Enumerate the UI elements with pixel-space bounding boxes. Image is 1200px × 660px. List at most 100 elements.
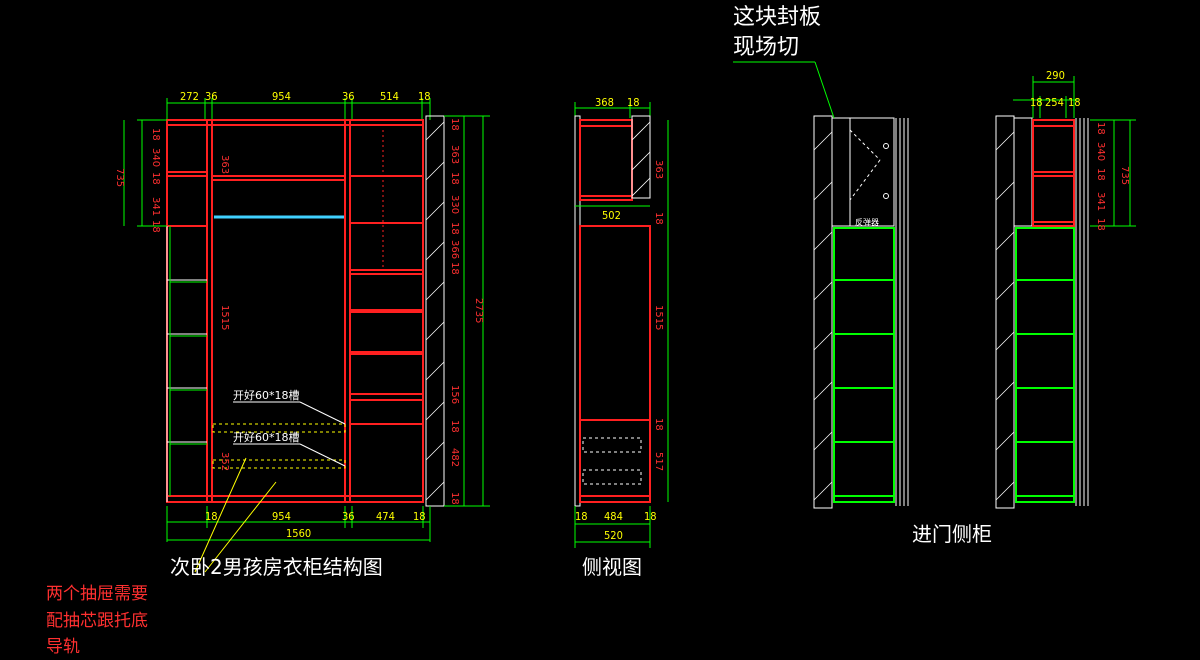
dim-main-left-5: 18 [150, 220, 161, 233]
entrance2-right-dimensions [1090, 119, 1136, 227]
entrance-upper [831, 117, 895, 227]
entrance2-top-dimensions [1013, 76, 1078, 118]
dim-main-inner-1: 363 [219, 155, 230, 174]
dim-main-right-6: 366 [449, 240, 460, 259]
dim-entrance-total: 290 [1046, 69, 1065, 82]
panel-note-line-1: 这块封板 [733, 5, 821, 30]
dim-side-total: 520 [604, 529, 623, 542]
dim-main-bottom-1: 18 [205, 510, 218, 523]
dim-main-right-8: 156 [449, 385, 460, 404]
dim-main-total: 1560 [286, 527, 311, 540]
dim-side-bottom-3: 18 [644, 510, 657, 523]
main-top-dimensions [166, 98, 431, 120]
dim-main-top-6: 18 [418, 90, 431, 103]
dim-side-right-4: 18 [653, 418, 664, 431]
dim-main-right-9: 18 [449, 420, 460, 433]
dim-main-right-10: 482 [449, 448, 460, 467]
dim-side-top-2: 18 [627, 96, 640, 109]
main-left-green [169, 226, 207, 496]
dim-main-top-5: 514 [380, 90, 399, 103]
side-upper-cabinet [579, 119, 633, 201]
main-title: 次卧2男孩房衣柜结构图 [170, 555, 383, 579]
groove-leaders [233, 401, 346, 467]
dim-main-top-1: 272 [180, 90, 199, 103]
dim-entrance2-right-3: 18 [1095, 168, 1106, 181]
main-wardrobe: 272 36 954 36 514 18 [114, 90, 490, 573]
entrance-cabinet-side: 290 18 254 18 [995, 69, 1136, 509]
dim-main-inner-2: 1515 [219, 305, 230, 330]
dim-side-bottom-2: 484 [604, 510, 623, 523]
dim-main-bottom-2: 954 [272, 510, 291, 523]
top-note-leader [733, 61, 835, 119]
dim-main-left-1: 18 [150, 128, 161, 141]
dim-side-bottom-1: 18 [575, 510, 588, 523]
drawer-note-line-3: 导轨 [46, 637, 80, 657]
dim-main-right-5: 18 [449, 222, 460, 235]
dim-main-bottom-4: 474 [376, 510, 395, 523]
entrance-lower-shelves [833, 227, 895, 503]
groove-label-2: 开好60*18槽 [233, 430, 300, 444]
dim-entrance-top-3: 18 [1068, 96, 1081, 109]
entrance-cabinet-front: 反弹器 [733, 61, 909, 509]
dim-main-top-4: 36 [342, 90, 355, 103]
entrance-cabinet-title: 进门侧柜 [912, 522, 992, 546]
dim-side-right-3: 1515 [653, 305, 664, 330]
main-left-dimensions [123, 119, 167, 227]
dim-main-right-7: 18 [449, 262, 460, 275]
hinge-label: 反弹器 [855, 217, 879, 227]
dim-side-mid: 502 [602, 209, 621, 222]
dim-main-left-4: 341 [150, 197, 161, 216]
entrance-wall-left [813, 115, 833, 509]
dim-main-top-3: 954 [272, 90, 291, 103]
dim-entrance2-right-2: 340 [1095, 142, 1106, 161]
side-view: 368 18 502 [574, 96, 669, 548]
entrance2-upper-cabinet [1032, 119, 1075, 227]
dim-entrance2-right-5: 18 [1095, 218, 1106, 231]
dim-entrance-top-2: 254 [1045, 96, 1064, 109]
dim-main-height: 2735 [473, 298, 484, 323]
main-right-dimensions [444, 115, 490, 507]
dim-main-left-3: 18 [150, 172, 161, 185]
dim-main-bottom-5: 18 [413, 510, 426, 523]
dim-main-right-3: 18 [449, 172, 460, 185]
side-bottom-dimensions [574, 506, 651, 548]
drawer-note-leaders [194, 457, 277, 573]
drawer-note-line-2: 配抽芯跟托底 [46, 611, 148, 631]
entrance2-upper-frame [1013, 117, 1033, 227]
side-top-dimensions [574, 102, 651, 118]
dim-main-left-2: 340 [150, 148, 161, 167]
dim-main-left-total: 735 [114, 168, 125, 187]
drawer-note-line-1: 两个抽屉需要 [46, 584, 148, 604]
side-wall-right [631, 115, 651, 199]
dim-side-right-5: 517 [653, 452, 664, 471]
entrance2-door-panels [1075, 118, 1089, 506]
dim-entrance2-right-1: 18 [1095, 122, 1106, 135]
main-left-shelves [166, 226, 207, 502]
side-lower-cabinet [579, 225, 651, 503]
dim-entrance2-right-4: 341 [1095, 192, 1106, 211]
dim-side-right-1: 363 [653, 160, 664, 179]
main-bottom-dimensions [166, 506, 431, 542]
dim-main-right-1: 18 [449, 118, 460, 131]
entrance2-lower-shelves [1015, 227, 1075, 503]
dim-main-right-2: 363 [449, 145, 460, 164]
drawer-grooves [212, 423, 346, 469]
dim-entrance2-right-total: 735 [1119, 166, 1130, 185]
panel-note-line-2: 现场切 [733, 35, 799, 60]
entrance2-wall [995, 115, 1015, 509]
dim-main-right-4: 330 [449, 195, 460, 214]
entrance-door-panels [895, 118, 909, 506]
side-view-title: 侧视图 [582, 555, 642, 579]
dim-side-top-1: 368 [595, 96, 614, 109]
dim-side-right-2: 18 [653, 212, 664, 225]
dim-main-inner-3: 352 [219, 452, 230, 471]
dim-main-bottom-3: 36 [342, 510, 355, 523]
main-frame [166, 119, 424, 503]
dim-main-top-2: 36 [205, 90, 218, 103]
dim-entrance-top-1: 18 [1030, 96, 1043, 109]
groove-label-1: 开好60*18槽 [233, 388, 300, 402]
side-drawers [582, 437, 642, 485]
dim-main-right-11: 18 [449, 492, 460, 505]
main-wall [425, 115, 445, 507]
